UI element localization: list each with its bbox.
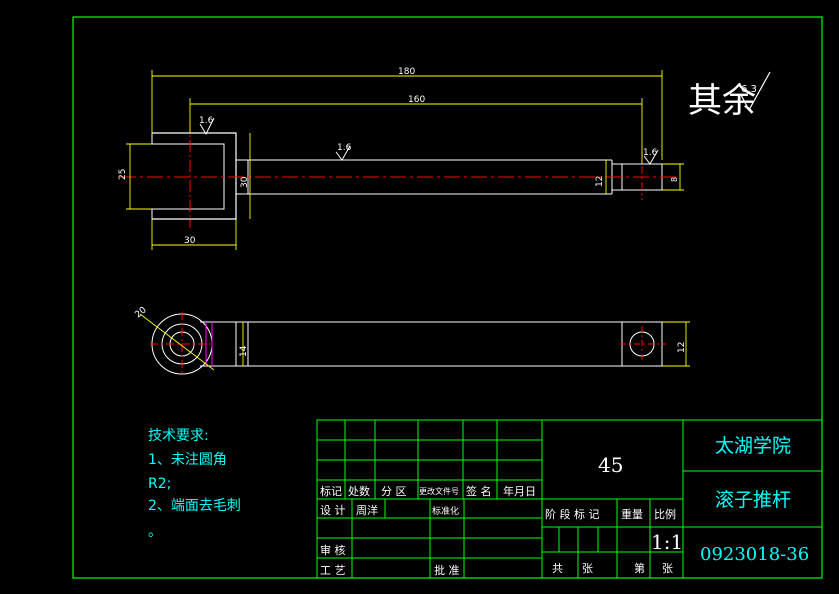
head-outline xyxy=(152,132,237,220)
tb-drawing-no: 0923018-36 xyxy=(700,544,809,565)
finish-shaft-text: 1.6 xyxy=(337,143,352,153)
tb-hdr-date: 年月日 xyxy=(503,484,536,498)
tb-sheets: 张 xyxy=(582,562,593,575)
tech-line-3: 2、端面去毛刺 xyxy=(148,498,241,514)
tb-process: 工 艺 xyxy=(320,564,346,577)
tech-line-1: 1、未注圆角 xyxy=(148,452,227,468)
dim-30h-text: 30 xyxy=(184,236,196,246)
surface-finish-shaft: 1.6 xyxy=(335,143,352,161)
side-dimensions xyxy=(139,313,690,371)
tb-designer: 周洋 xyxy=(356,503,378,517)
dim-line-r20 xyxy=(139,313,215,371)
tb-standardize: 标准化 xyxy=(432,505,459,517)
dim-12b-text: 12 xyxy=(677,342,687,353)
dim-12-text: 12 xyxy=(595,176,605,187)
tb-review: 审 核 xyxy=(320,543,346,557)
tb-hdr-sign: 签 名 xyxy=(466,484,492,498)
finish-head-text: 1.6 xyxy=(199,116,214,126)
title-block-text: 标记 处数 分 区 更改文件号 签 名 年月日 设 计 周洋 标准化 审 核 工… xyxy=(320,453,683,577)
dim-25-text: 25 xyxy=(118,169,128,180)
tb-total: 共 xyxy=(552,562,563,575)
tb-hdr-zone: 分 区 xyxy=(381,485,407,498)
tb-part-name: 滚子推杆 xyxy=(715,489,791,511)
title-block-right: 太湖学院 滚子推杆 0923018-36 xyxy=(700,435,809,565)
dim-r20-text: 20 xyxy=(134,305,149,320)
tb-sheet-no: 第 xyxy=(634,561,645,575)
tech-requirements: 技术要求: 1、未注圆角 R2; 2、端面去毛刺 。 xyxy=(148,428,241,540)
roughness-symbol xyxy=(740,71,771,112)
tech-line-2: R2; xyxy=(148,476,171,492)
tb-design: 设 计 xyxy=(320,504,346,517)
tb-stage-mark: 阶 段 标 记 xyxy=(545,507,600,521)
tb-hdr-count: 处数 xyxy=(348,485,370,498)
finish-tip-text: 1.6 xyxy=(643,148,658,158)
finish-symbol-head xyxy=(199,117,215,136)
dim-160-text: 160 xyxy=(408,95,425,105)
surface-finish-head: 1.6 xyxy=(199,116,215,136)
dim-14-text: 14 xyxy=(239,345,249,357)
dim-180-text: 180 xyxy=(398,67,415,77)
dim-8-text: 8 xyxy=(670,177,679,182)
tb-weight: 重量 xyxy=(621,507,643,521)
tb-school: 太湖学院 xyxy=(715,435,791,457)
roughness-value: 6.3 xyxy=(741,84,757,95)
tb-material: 45 xyxy=(598,453,623,477)
tech-line-4: 。 xyxy=(148,524,162,540)
finish-symbol-tip xyxy=(643,149,659,165)
tb-approve: 批 准 xyxy=(434,563,460,577)
tb-hdr-mark: 标记 xyxy=(320,484,342,498)
finish-symbol-shaft xyxy=(335,145,351,161)
side-neck xyxy=(235,321,249,367)
tb-ratio: 比例 xyxy=(654,507,676,521)
title-block-grid xyxy=(316,419,823,579)
tb-sheet-unit: 张 xyxy=(662,562,673,575)
side-view xyxy=(150,312,666,376)
dim-30v-text: 30 xyxy=(240,176,250,188)
front-view xyxy=(120,120,680,228)
tb-scale: 1:1 xyxy=(651,530,683,554)
tech-title: 技术要求: xyxy=(148,428,209,444)
surface-finish-tip: 1.6 xyxy=(643,148,659,165)
front-dimensions xyxy=(126,70,684,250)
tb-hdr-docno: 更改文件号 xyxy=(419,486,459,496)
